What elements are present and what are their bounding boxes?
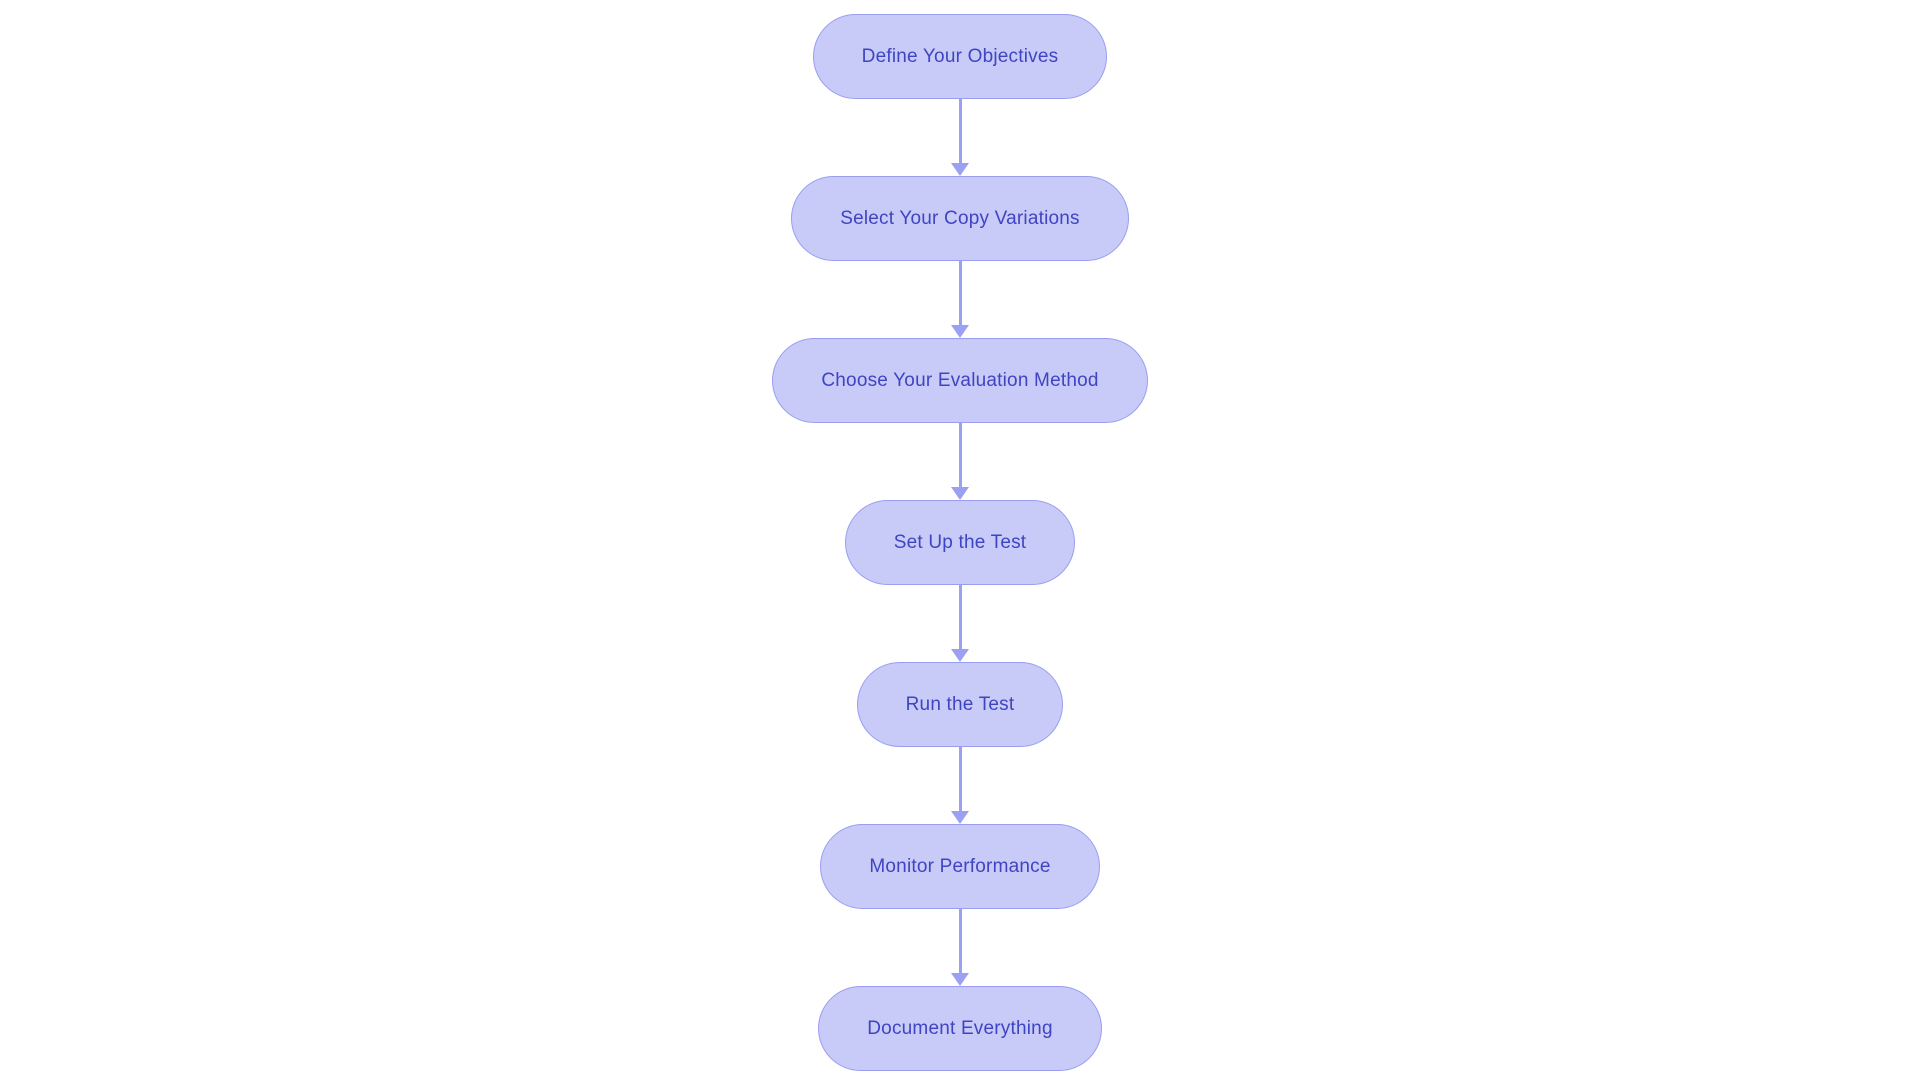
flow-node-run-test: Run the Test	[856, 662, 1064, 747]
flow-node-label: Document Everything	[867, 1017, 1053, 1039]
flow-arrow-4	[951, 585, 969, 662]
flow-arrow-1	[951, 99, 969, 176]
arrow-shaft	[958, 585, 962, 649]
arrowhead-down-icon	[951, 163, 969, 176]
flow-node-label: Define Your Objectives	[861, 45, 1059, 67]
flow-node-label: Set Up the Test	[893, 531, 1027, 553]
arrowhead-down-icon	[951, 973, 969, 986]
arrowhead-down-icon	[951, 811, 969, 824]
flow-node-choose-evaluation-method: Choose Your Evaluation Method	[772, 338, 1148, 423]
flow-node-label: Run the Test	[905, 693, 1015, 715]
flow-node-label: Choose Your Evaluation Method	[821, 369, 1099, 391]
flow-arrow-3	[951, 423, 969, 500]
flow-node-define-objectives: Define Your Objectives	[812, 14, 1108, 99]
arrow-shaft	[958, 261, 962, 325]
arrowhead-down-icon	[951, 649, 969, 662]
flow-arrow-6	[951, 909, 969, 986]
arrow-shaft	[958, 99, 962, 163]
flow-node-label: Select Your Copy Variations	[840, 207, 1080, 229]
flow-arrow-5	[951, 747, 969, 824]
flowchart: Define Your Objectives Select Your Copy …	[0, 14, 1920, 1071]
flow-node-select-copy-variations: Select Your Copy Variations	[791, 176, 1129, 261]
arrow-shaft	[958, 423, 962, 487]
arrowhead-down-icon	[951, 487, 969, 500]
arrow-shaft	[958, 747, 962, 811]
flow-node-set-up-test: Set Up the Test	[844, 500, 1076, 585]
flow-node-monitor-performance: Monitor Performance	[820, 824, 1100, 909]
arrowhead-down-icon	[951, 325, 969, 338]
arrow-shaft	[958, 909, 962, 973]
flow-node-document-everything: Document Everything	[818, 986, 1102, 1071]
flow-arrow-2	[951, 261, 969, 338]
flow-node-label: Monitor Performance	[869, 855, 1051, 877]
